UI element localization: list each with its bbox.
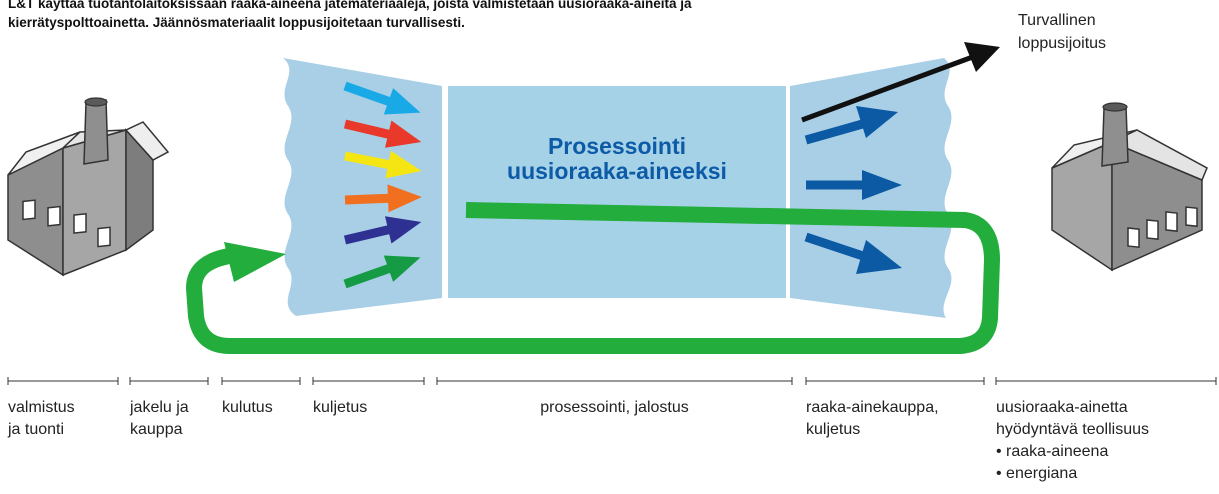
loop-arrowhead	[224, 242, 286, 282]
stage-line: valmistus	[8, 399, 75, 416]
stage-label-distribution: jakelu ja kauppa	[130, 397, 189, 441]
stage-line: kuljetus	[313, 399, 368, 416]
stage-line: kuljetus	[806, 421, 861, 438]
factory-right-icon	[1051, 102, 1208, 272]
safe-disposal-line2: loppusijoitus	[1018, 35, 1107, 52]
input-arrow-icon	[343, 216, 422, 245]
stage-brackets	[7, 377, 1217, 385]
stage-line: ja tuonti	[8, 421, 65, 438]
process-title-line2: uusioraaka-aineeksi	[507, 158, 727, 184]
process-title: Prosessointi uusioraaka-aineeksi	[448, 134, 786, 184]
stage-label-consumption: kulutus	[222, 397, 273, 419]
process-panel	[448, 86, 786, 298]
input-arrow-icon	[344, 150, 422, 179]
stage-line: uusioraaka-ainetta	[996, 399, 1128, 416]
stage-line: hyödyntävä teollisuus	[996, 421, 1149, 438]
safe-disposal-label: Turvallinen loppusijoitus	[1018, 9, 1106, 55]
stage-line: jakelu ja	[130, 399, 189, 416]
stage-line: kulutus	[222, 399, 273, 416]
stage-label-manufacturing: valmistus ja tuonti	[8, 397, 75, 441]
input-arrow-icon	[343, 119, 422, 148]
factory-left-icon	[7, 97, 170, 277]
process-title-line1: Prosessointi	[547, 133, 687, 159]
input-arrow-icon	[343, 255, 421, 289]
stage-label-transport: kuljetus	[313, 397, 367, 419]
input-arrow-icon	[343, 81, 421, 115]
stage-line: raaka-ainekauppa,	[806, 399, 939, 416]
stage-line: prosessointi, jalostus	[540, 399, 689, 416]
stage-line: kauppa	[130, 421, 183, 438]
stage-label-processing: prosessointi, jalostus	[437, 397, 792, 419]
input-arrow-icon	[344, 184, 422, 213]
input-panel	[283, 58, 442, 316]
stage-label-industry: uusioraaka-ainetta hyödyntävä teollisuus…	[996, 397, 1149, 485]
output-arrow-icon	[804, 106, 902, 274]
header-description: L&T käyttää tuotantolaitoksissaan raaka-…	[8, 0, 692, 30]
disposal-arrow-icon	[801, 42, 1000, 123]
stage-bullet: • energiana	[996, 465, 1078, 482]
recycle-loop-arrow-icon	[186, 202, 1000, 354]
stage-label-trade: raaka-ainekauppa, kuljetus	[806, 397, 939, 441]
safe-disposal-line1: Turvallinen	[1018, 12, 1096, 29]
stage-bullet: • raaka-aineena	[996, 443, 1109, 460]
